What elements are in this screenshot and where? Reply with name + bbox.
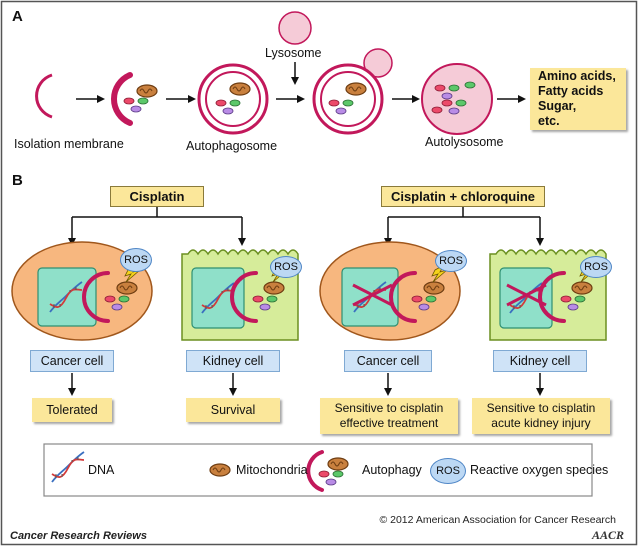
mitochondria-icon xyxy=(263,281,285,295)
panel-a-letter: A xyxy=(12,8,23,25)
product-3: Sugar, xyxy=(538,99,577,113)
lysosome-label: Lysosome xyxy=(265,46,322,60)
legend-autophagy: Autophagy xyxy=(362,463,422,477)
outcome-tolerated: Tolerated xyxy=(32,398,112,422)
mitochondria-icon xyxy=(327,457,349,471)
ros-badge: ROS xyxy=(270,256,302,278)
mitochondria-icon xyxy=(345,82,367,96)
autophagosome-shape xyxy=(197,63,269,135)
product-4: etc. xyxy=(538,114,560,128)
lysosome-shape xyxy=(278,11,312,45)
cargo-icon xyxy=(215,99,241,115)
mitochondria-icon xyxy=(571,281,593,295)
cisplatin-chloroquine-box: Cisplatin + chloroquine xyxy=(381,186,545,207)
copyright: © 2012 American Association for Cancer R… xyxy=(379,514,616,526)
cargo-icon xyxy=(123,97,149,113)
autolysosome-shape xyxy=(421,63,493,135)
ros-badge: ROS xyxy=(120,248,152,272)
journal-name: Cancer Research Reviews xyxy=(10,530,147,542)
product-2: Fatty acids xyxy=(538,84,604,98)
autophagy-1-shape xyxy=(82,271,110,323)
kidney-cell-label-1: Kidney cell xyxy=(186,350,280,372)
mitochondria-icon xyxy=(229,82,251,96)
autolysosome-label: Autolysosome xyxy=(425,135,504,149)
mitochondria-icon xyxy=(136,84,158,98)
outcome-line: Sensitive to cisplatin xyxy=(486,401,596,415)
product-1: Amino acids, xyxy=(538,69,616,83)
legend-ros-badge: ROS xyxy=(430,458,466,484)
mitochondria-icon xyxy=(423,281,445,295)
outcome-line: effective treatment xyxy=(339,416,439,430)
legend-ros-label: Reactive oxygen species xyxy=(470,463,609,477)
cancer-cell-label-1: Cancer cell xyxy=(30,350,114,372)
kidney-cell-label-2: Kidney cell xyxy=(493,350,587,372)
legend-mitochondria: Mitochondria xyxy=(236,463,308,477)
outcome-survival: Survival xyxy=(186,398,280,422)
outcome-cancer-sensitive: Sensitive to cisplatin effective treatme… xyxy=(320,398,458,434)
mitochondria-icon xyxy=(116,281,138,295)
outcome-line: Sensitive to cisplatin xyxy=(334,401,444,415)
outcome-kidney-sensitive: Sensitive to cisplatin acute kidney inju… xyxy=(472,398,610,434)
outcome-line: acute kidney injury xyxy=(491,416,591,430)
autophagosome-label: Autophagosome xyxy=(186,139,278,153)
forming-autophagosome-shape xyxy=(111,72,133,126)
ros-badge: ROS xyxy=(435,250,467,272)
ros-badge: ROS xyxy=(580,256,612,278)
fusing-autophagosome-shape xyxy=(312,63,384,135)
autophagy-icon xyxy=(306,450,324,492)
mitochondria-icon xyxy=(209,463,231,477)
cisplatin-box: Cisplatin xyxy=(110,186,204,207)
legend-dna: DNA xyxy=(88,463,115,477)
panel-b-letter: B xyxy=(12,172,23,189)
products-box: Amino acids, Fatty acids Sugar, etc. xyxy=(530,68,626,130)
isolation-membrane-shape xyxy=(35,73,53,119)
isolation-membrane-label: Isolation membrane xyxy=(14,137,124,151)
cancer-cell-label-2: Cancer cell xyxy=(344,350,432,372)
aacr-logo: AACR xyxy=(591,528,624,542)
